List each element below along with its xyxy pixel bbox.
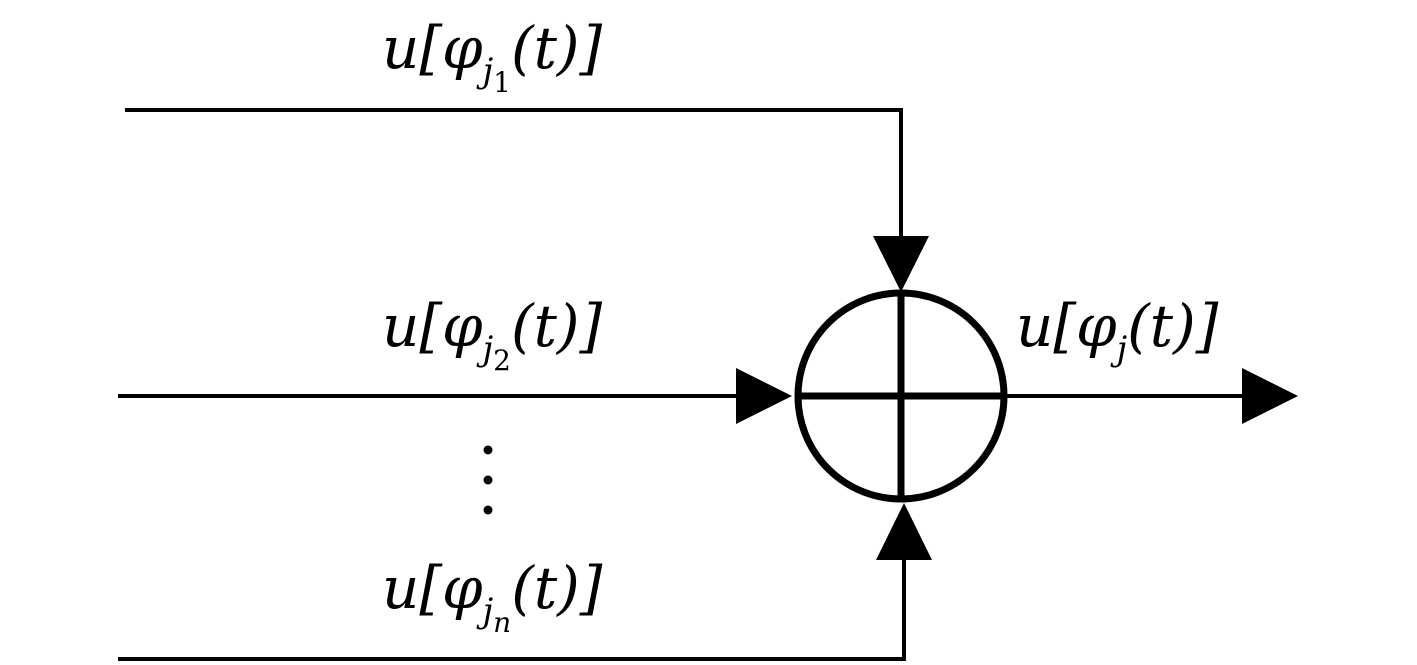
input-n-subsub: n [493,606,511,639]
input-n-suffix: (t)] [511,554,603,622]
circled-plus-icon [794,289,1008,503]
input-1-prefix: u[ [382,14,443,82]
output-suffix: (t)] [1127,292,1219,360]
ellipsis-dots [483,445,493,515]
output-prefix: u[ [1016,292,1077,360]
input-1-subsub: 1 [493,66,511,99]
input-n-wire [118,545,906,661]
input-n-greek: φ [442,554,483,622]
input-n-prefix: u[ [382,554,443,622]
input-1-wire [125,108,903,250]
input-2-arrowhead [736,368,792,424]
input-1-label: u[φj1(t)] [382,14,603,99]
output-label: u[φj(t)] [1016,292,1219,369]
input-2-suffix: (t)] [511,292,603,360]
input-n-label: u[φjn(t)] [382,554,603,639]
input-2-greek: φ [442,292,483,360]
output-arrowhead [1242,368,1298,424]
input-1-suffix: (t)] [511,14,603,82]
input-1-arrowhead [873,236,929,292]
input-n-arrowhead [876,503,932,560]
input-2-prefix: u[ [382,292,443,360]
input-1-greek: φ [442,14,483,82]
input-2-label: u[φj2(t)] [382,292,603,377]
output-greek: φ [1076,292,1117,360]
input-2-subsub: 2 [493,344,511,377]
